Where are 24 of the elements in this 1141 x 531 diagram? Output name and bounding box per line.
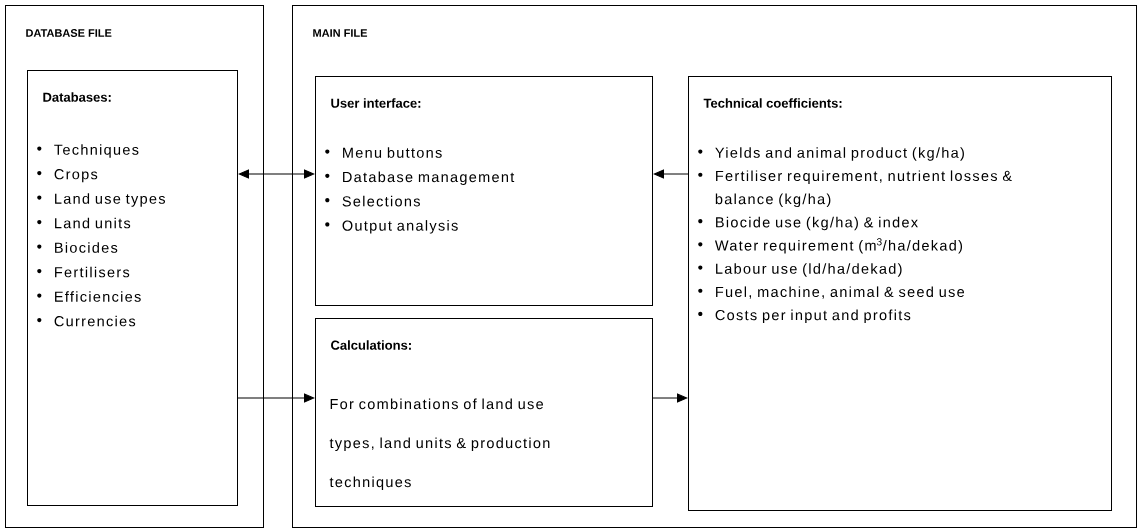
arrow (237, 393, 315, 403)
list-item: Database management (325, 171, 515, 185)
list-item: Crops (37, 169, 98, 183)
list-item: Fuel, machine, animal & seed use (698, 286, 965, 299)
list-item: Output analysis (325, 220, 458, 234)
list-item: Biocides (37, 242, 118, 253)
list-item: Biocide use (kg/ha) & index (698, 216, 918, 231)
list-item: Selections (325, 195, 420, 207)
list-item: Fertiliser requirement, nutrient losses & balance (kg/ha) (698, 170, 1012, 208)
list-item: Land units (37, 217, 131, 229)
body-text: For combinations of land use types, land units & production techniques (329, 398, 550, 490)
list-item: Land use types (37, 193, 166, 207)
list-item: Labour use (ld/ha/dekad) (698, 263, 902, 277)
list-item: Water requirement (m$^{3}$/ha/dekad) (698, 238, 963, 254)
list-item: Currencies (37, 315, 136, 327)
arrow (238, 169, 315, 179)
list-item: Menu buttons (325, 147, 442, 158)
list-item: Yields and animal product (kg/ha) (698, 147, 964, 161)
list-item: Costs per input and profits (698, 309, 911, 324)
arrow (653, 169, 689, 179)
list-item: Techniques (37, 144, 139, 158)
arrow (652, 393, 688, 403)
list-item: Efficiencies (37, 291, 141, 302)
list-item: Fertilisers (37, 266, 130, 278)
